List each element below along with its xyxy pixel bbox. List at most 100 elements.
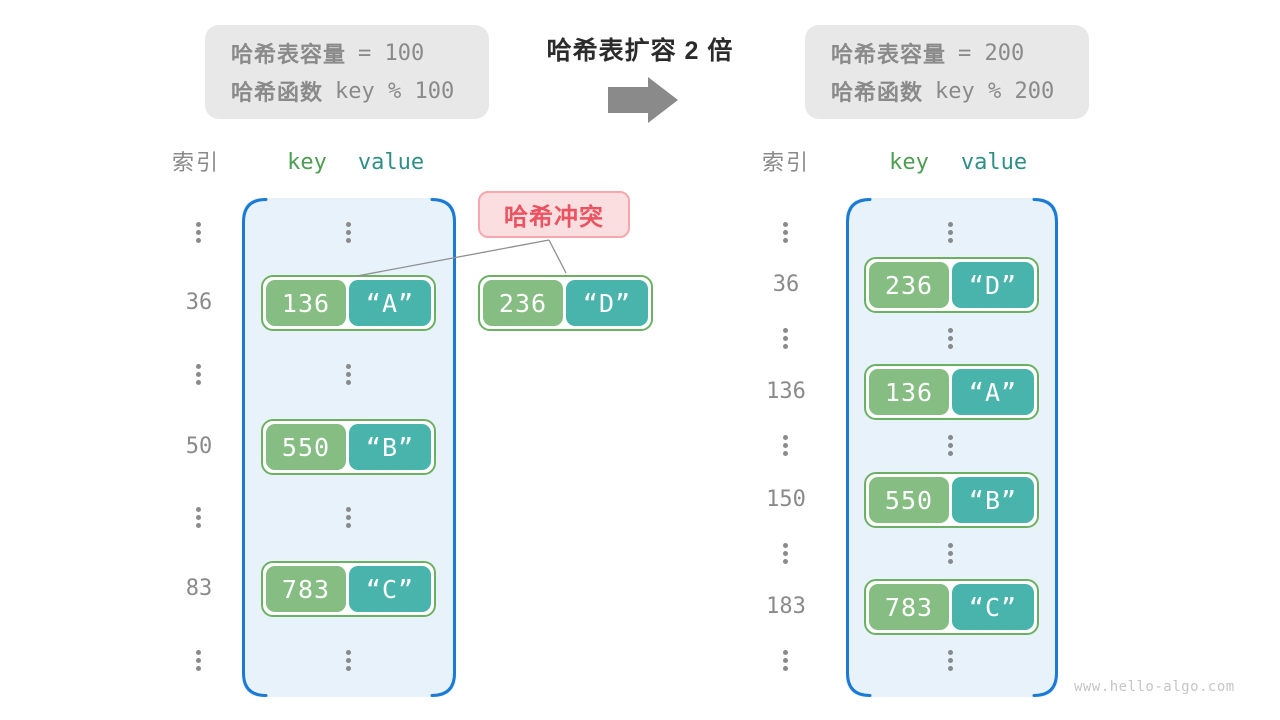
key-box: 136: [869, 369, 949, 415]
right-arrow-icon: [608, 77, 678, 123]
value-box: “D”: [952, 262, 1034, 308]
dot: [196, 372, 201, 377]
index-label: 183: [766, 594, 806, 619]
dot: [948, 543, 953, 548]
capacity-line: 哈希表容量 = 200: [831, 37, 1089, 69]
dot: [196, 515, 201, 520]
dot: [196, 666, 201, 671]
value-box: “A”: [349, 280, 431, 326]
dot: [346, 372, 351, 377]
capacity-value: = 100: [358, 40, 425, 66]
dot: [783, 451, 788, 456]
dot: [948, 666, 953, 671]
dot: [783, 559, 788, 564]
dot: [948, 344, 953, 349]
hash-function-value: key % 200: [935, 78, 1055, 104]
key-box: 236: [483, 280, 563, 326]
value-box: “B”: [349, 424, 431, 470]
key-box: 550: [266, 424, 346, 470]
ellipsis-icon: [783, 435, 788, 456]
dot: [783, 344, 788, 349]
ellipsis-icon: [196, 364, 201, 385]
dot: [783, 666, 788, 671]
capacity-label: 哈希表容量: [231, 42, 347, 67]
dot: [783, 551, 788, 556]
dot: [783, 336, 788, 341]
dot: [948, 336, 953, 341]
dot: [783, 443, 788, 448]
capacity-line: 哈希表容量 = 100: [231, 37, 489, 69]
dot: [948, 443, 953, 448]
ellipsis-icon: [783, 222, 788, 243]
dot: [948, 230, 953, 235]
dot: [948, 551, 953, 556]
key-box: 783: [869, 584, 949, 630]
hash-function-label: 哈希函数: [831, 80, 924, 105]
index-label: 36: [772, 272, 800, 297]
dot: [346, 523, 351, 528]
dot: [196, 658, 201, 663]
ellipsis-icon: [346, 364, 351, 385]
index-label: 50: [185, 434, 213, 459]
hash-function-line: 哈希函数 key % 100: [231, 75, 489, 107]
ellipsis-icon: [948, 543, 953, 564]
dot: [346, 222, 351, 227]
dot: [346, 650, 351, 655]
dot: [783, 222, 788, 227]
header-index-left: 索引: [171, 150, 220, 175]
header-value-right: value: [960, 150, 1028, 175]
index-label: 36: [185, 290, 213, 315]
value-box: “B”: [952, 477, 1034, 523]
dot: [948, 328, 953, 333]
dot: [196, 650, 201, 655]
dot: [783, 650, 788, 655]
hash-table-left-brackets: [242, 198, 456, 697]
ellipsis-icon: [783, 543, 788, 564]
dot: [346, 507, 351, 512]
dot: [948, 238, 953, 243]
dot: [783, 543, 788, 548]
key-box: 550: [869, 477, 949, 523]
dot: [346, 238, 351, 243]
index-label: 83: [185, 576, 213, 601]
kv-pair: 136“A”: [864, 364, 1039, 420]
hash-table-right-brackets: [846, 198, 1058, 697]
ellipsis-icon: [948, 222, 953, 243]
dot: [196, 523, 201, 528]
key-box: 236: [869, 262, 949, 308]
value-box: “C”: [952, 584, 1034, 630]
kv-pair: 783“C”: [864, 579, 1039, 635]
dot: [783, 328, 788, 333]
ellipsis-icon: [783, 328, 788, 349]
dot: [948, 658, 953, 663]
kv-pair: 550“B”: [261, 419, 436, 475]
dot: [196, 230, 201, 235]
kv-pair: 783“C”: [261, 561, 436, 617]
kv-pair: 550“B”: [864, 472, 1039, 528]
dot: [346, 380, 351, 385]
hash-function-label: 哈希函数: [231, 80, 324, 105]
capacity-value: = 200: [958, 40, 1025, 66]
dot: [948, 559, 953, 564]
dot: [196, 222, 201, 227]
header-key-left: key: [287, 150, 327, 175]
value-box: “D”: [566, 280, 648, 326]
header-index-right: 索引: [761, 150, 810, 175]
dot: [783, 658, 788, 663]
hash-function-value: key % 100: [335, 78, 455, 104]
dot: [783, 435, 788, 440]
dot: [948, 435, 953, 440]
ellipsis-icon: [948, 435, 953, 456]
dot: [948, 222, 953, 227]
hash-function-line: 哈希函数 key % 200: [831, 75, 1089, 107]
dot: [196, 380, 201, 385]
header-key-right: key: [889, 150, 929, 175]
ellipsis-icon: [196, 650, 201, 671]
dot: [346, 666, 351, 671]
watermark: www.hello-algo.com: [1074, 679, 1235, 695]
capacity-info-box-right: 哈希表容量 = 200 哈希函数 key % 200: [805, 25, 1089, 119]
dot: [346, 364, 351, 369]
kv-pair: 236“D”: [864, 257, 1039, 313]
key-box: 136: [266, 280, 346, 326]
